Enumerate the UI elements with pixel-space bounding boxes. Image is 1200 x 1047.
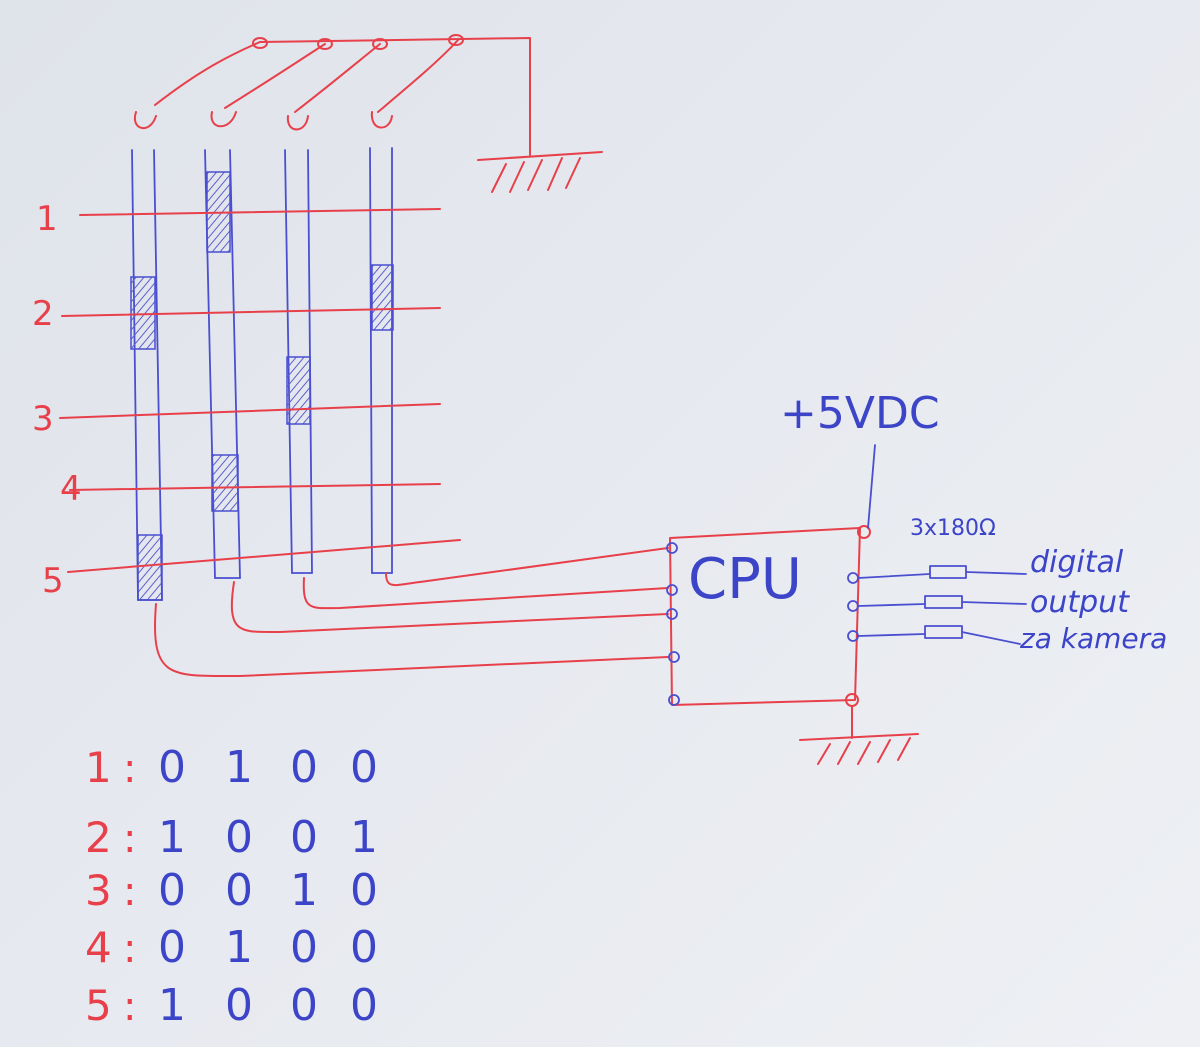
row-labels: 1 2 3 4 5 [32, 199, 82, 601]
truth-row-label: 2 [85, 813, 112, 862]
row-label-3: 3 [32, 399, 54, 439]
strip-to-cpu-wires [154, 547, 669, 678]
truth-bit: 1 [158, 980, 186, 1031]
output-text-line-2: output [1030, 585, 1130, 620]
truth-bit: 1 [225, 742, 253, 793]
truth-bit: 0 [350, 742, 378, 793]
truth-bit: 0 [225, 980, 253, 1031]
power-line [867, 444, 876, 529]
truth-row-label: 3 [85, 866, 112, 915]
truth-row-separator: : [123, 869, 136, 915]
truth-bit: 0 [290, 922, 318, 973]
truth-row-separator: : [123, 926, 136, 972]
truth-row-separator: : [123, 984, 136, 1030]
output-resistors [857, 565, 1027, 645]
cpu-label: CPU [688, 547, 802, 612]
truth-row-separator: : [123, 816, 136, 862]
encoder-hatched-marks [130, 171, 394, 601]
truth-bit: 0 [158, 865, 186, 916]
output-text-line-1: digital [1030, 545, 1124, 580]
truth-bit: 1 [158, 812, 186, 863]
ground-symbol-top [477, 151, 603, 193]
truth-bit: 1 [290, 865, 318, 916]
truth-row-label: 4 [85, 923, 112, 972]
truth-row-label: 5 [85, 981, 112, 1030]
truth-bit: 0 [225, 812, 253, 863]
ground-symbol-bottom [799, 705, 919, 765]
truth-bit: 0 [350, 980, 378, 1031]
truth-row-label: 1 [85, 743, 112, 792]
truth-bit: 0 [290, 742, 318, 793]
encoder-strips [131, 147, 393, 601]
row-label-1: 1 [36, 199, 58, 239]
output-text-line-3: za kamera [1019, 622, 1167, 655]
power-label: +5VDC [780, 388, 940, 439]
truth-bit: 0 [350, 922, 378, 973]
truth-bit: 0 [290, 980, 318, 1031]
truth-bit: 0 [158, 922, 186, 973]
hook-wiring [154, 34, 531, 156]
truth-bit: 0 [158, 742, 186, 793]
truth-bit: 0 [225, 865, 253, 916]
row-label-4: 4 [60, 469, 82, 509]
truth-bit: 0 [350, 865, 378, 916]
row-label-5: 5 [42, 561, 64, 601]
row-label-2: 2 [32, 294, 54, 334]
truth-bit: 1 [350, 812, 378, 863]
truth-row-separator: : [123, 746, 136, 792]
truth-bit: 0 [290, 812, 318, 863]
hook-contacts [133, 111, 393, 131]
truth-bit: 1 [225, 922, 253, 973]
resistor-label: 3x180Ω [910, 516, 996, 541]
row-lines [59, 208, 461, 573]
